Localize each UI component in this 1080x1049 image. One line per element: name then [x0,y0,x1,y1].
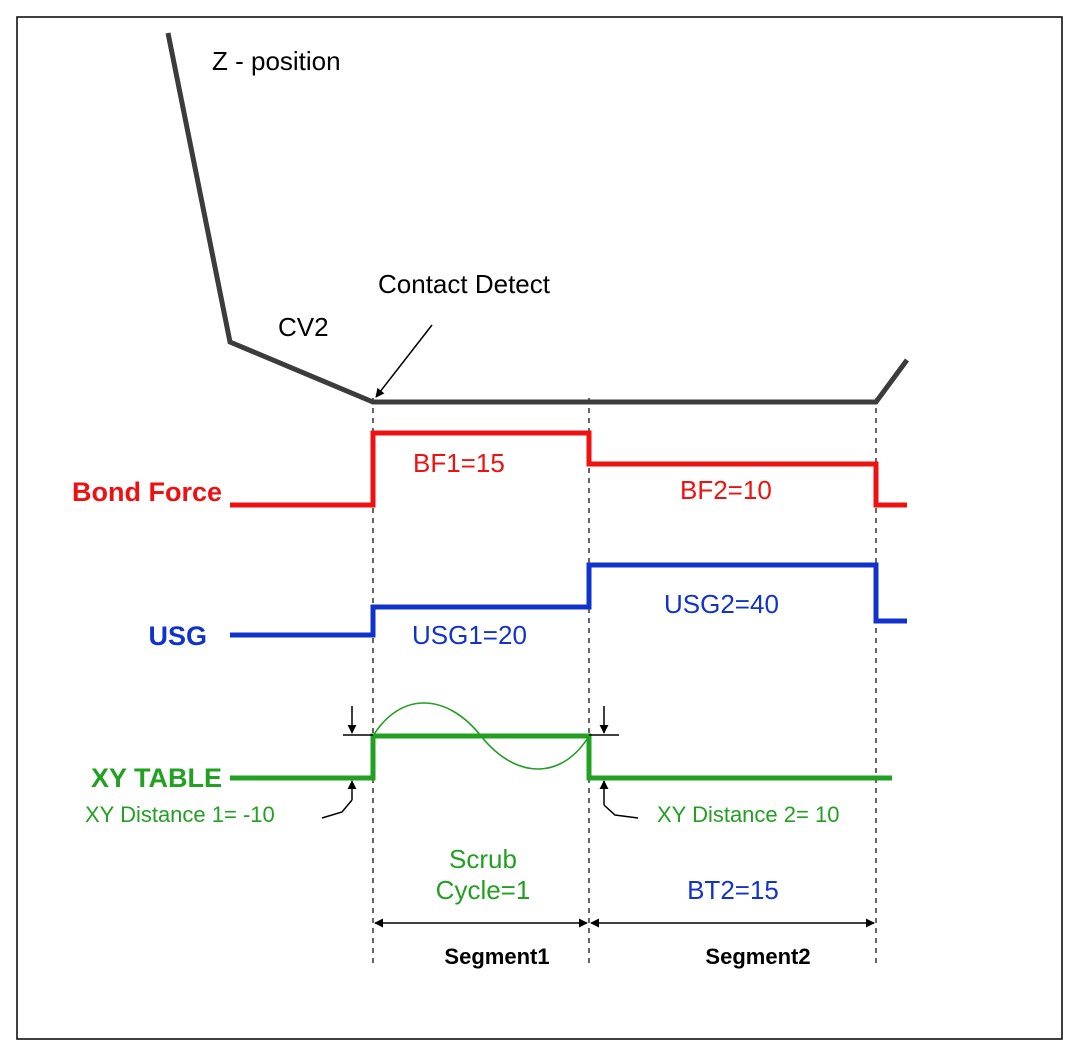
scrub-sine-wave [372,702,590,770]
bond-force-label: Bond Force [72,477,222,507]
segment2-label: Segment2 [705,944,810,969]
bond-force-trace [230,430,907,508]
usg1-value: USG1=20 [412,620,527,650]
xy-distance-1-value: XY Distance 1= -10 [85,802,275,827]
scrub-label: Scrub [449,844,517,874]
z-position-trace [165,32,910,405]
usg-label: USG [148,621,207,651]
cycle-label: Cycle=1 [436,875,531,905]
z-position-label: Z - position [212,46,341,76]
contact-detect-label: Contact Detect [378,269,551,299]
xy-distance-2-value: XY Distance 2= 10 [657,802,839,827]
diagram-frame [16,16,1063,1040]
cv2-label: CV2 [278,312,329,342]
xy-table-label: XY TABLE [91,763,222,793]
usg2-value: USG2=40 [664,589,779,619]
bf1-value: BF1=15 [413,448,505,478]
contact-detect-arrow [375,324,433,398]
xy-distance-2-leader [603,804,639,819]
usg-trace [230,562,907,638]
bf2-value: BF2=10 [680,475,772,505]
xy-table-trace [230,733,892,781]
segment1-label: Segment1 [444,944,549,969]
bt2-label: BT2=15 [687,875,779,905]
xy-distance-1-leader [321,799,353,819]
